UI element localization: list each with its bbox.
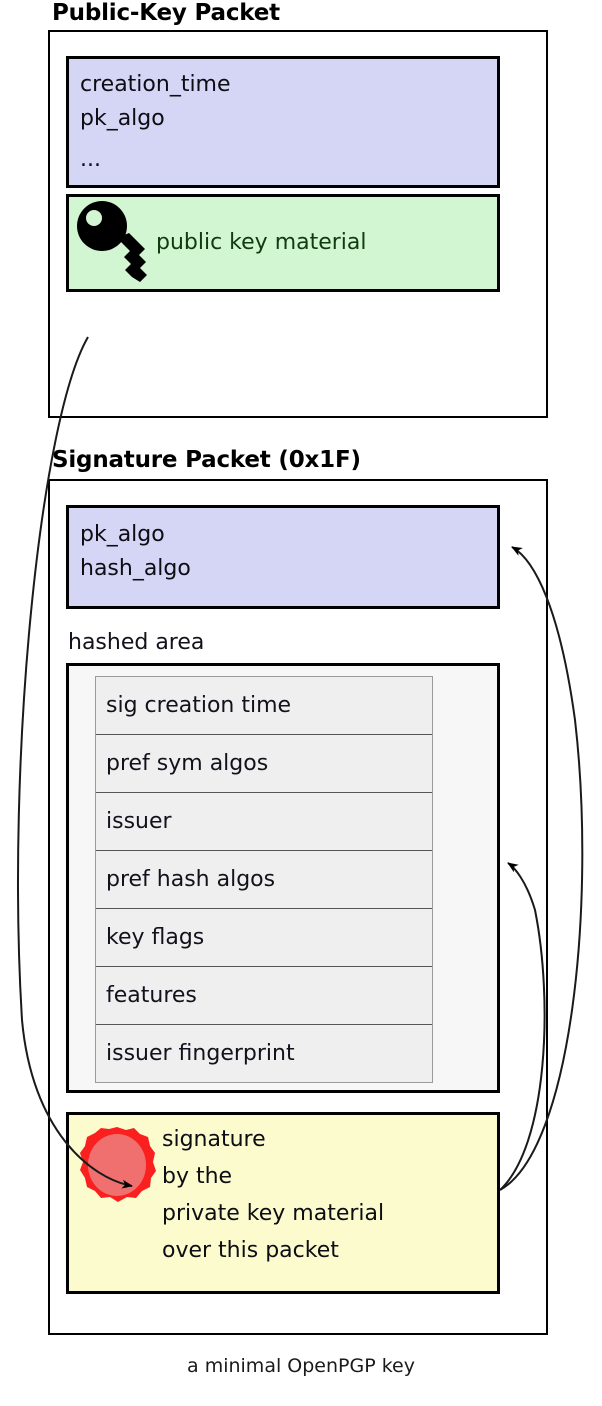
public-key-metadata-ellipsis: ... xyxy=(80,147,101,172)
signature-block-line-4: over this packet xyxy=(162,1238,339,1263)
signature-algos-line-1: pk_algo xyxy=(80,522,165,547)
list-item[interactable]: sig creation time xyxy=(96,677,432,735)
subpacket-label: features xyxy=(106,983,197,1008)
public-key-packet-title: Public-Key Packet xyxy=(52,0,280,26)
subpacket-label: sig creation time xyxy=(106,693,292,718)
public-key-metadata-line-1: creation_time xyxy=(80,72,231,97)
list-item[interactable]: features xyxy=(96,967,432,1025)
list-item[interactable]: pref sym algos xyxy=(96,735,432,793)
hashed-area-label: hashed area xyxy=(68,630,205,655)
diagram-caption: a minimal OpenPGP key xyxy=(187,1355,415,1377)
public-key-metadata-line-2: pk_algo xyxy=(80,106,165,131)
signature-packet-title: Signature Packet (0x1F) xyxy=(52,447,361,473)
subpacket-label: issuer fingerprint xyxy=(106,1041,295,1066)
signature-algos-box xyxy=(66,505,500,609)
list-item[interactable]: issuer xyxy=(96,793,432,851)
subpacket-label: key flags xyxy=(106,925,205,950)
key-icon xyxy=(74,200,154,286)
public-key-metadata-box xyxy=(66,56,500,188)
signature-block-line-1: signature xyxy=(162,1127,266,1152)
signature-algos-line-2: hash_algo xyxy=(80,556,191,581)
subpacket-label: pref sym algos xyxy=(106,751,269,776)
subpacket-list: sig creation time pref sym algos issuer … xyxy=(95,676,433,1083)
subpacket-label: pref hash algos xyxy=(106,867,276,892)
seal-icon xyxy=(74,1122,160,1208)
signature-block-line-2: by the xyxy=(162,1164,233,1189)
subpacket-label: issuer xyxy=(106,809,172,834)
signature-block-line-3: private key material xyxy=(162,1201,385,1226)
list-item[interactable]: pref hash algos xyxy=(96,851,432,909)
public-key-material-label: public key material xyxy=(156,230,367,255)
hashed-area-container: sig creation time pref sym algos issuer … xyxy=(66,663,500,1093)
list-item[interactable]: issuer fingerprint xyxy=(96,1025,432,1083)
list-item[interactable]: key flags xyxy=(96,909,432,967)
